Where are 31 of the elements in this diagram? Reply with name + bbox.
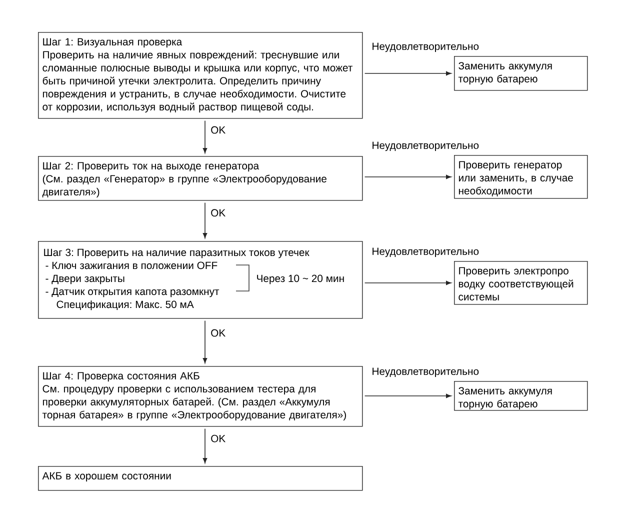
- action-box: Проверить электропро водку соответствующей системы: [454, 261, 588, 305]
- arrow: [364, 71, 452, 76]
- edge-label: OK: [209, 208, 227, 218]
- action-box: Заменить аккумуля торную батарею: [454, 381, 588, 411]
- arrow: [202, 202, 208, 238]
- arrow: [202, 428, 208, 464]
- edge-label: OK: [209, 434, 227, 444]
- node-label: - Ключ зажигания в положении OFF: [46, 262, 218, 270]
- arrow: [202, 320, 208, 364]
- node-label: - Датчик открытия капота разомкнут: [46, 288, 220, 298]
- node-label: Через 10 ~ 20 мин: [257, 274, 344, 284]
- edge-label: Неудовлетворительно: [372, 368, 479, 378]
- result-box: АКБ в хорошем состоянии: [38, 466, 363, 491]
- edge-label: OK: [209, 124, 227, 135]
- step-box: Шаг 2: Проверить ток на выходе генератора (См. раздел «Генератор» в группе «Электрооборудование двигателя»): [38, 156, 363, 201]
- arrow: [202, 120, 208, 154]
- edge-label: Неудовлетворительно: [372, 42, 479, 52]
- arrow: [364, 394, 452, 398]
- edge-label: Неудовлетворительно: [372, 142, 479, 152]
- action-box: Проверить генератор или заменить, в случае необходимости: [454, 154, 588, 199]
- arrow: [364, 174, 452, 180]
- step-box: Шаг 3: Проверить на наличие паразитных токов утечек - Ключ зажигания в положении OFF - Двери закрыты - Датчик открытия капота разомкнут Спецификация: Макс. 50 мА Через 10 ~ 20 мин: [38, 240, 363, 319]
- arrow: [364, 280, 452, 285]
- step-box: Шаг 4: Проверка состояния АКБ См. процедуру проверки с использованием тестера для проверки аккумуляторных батарей. (См. раздел «Аккумуля торная батарея» в группе «Электрооборудование двигателя»): [38, 366, 363, 427]
- step-box: Шаг 1: Визуальная проверка Проверить на наличие явных повреждений: треснувшие или сломанные полюсные выводы и крышка или корпус, что может быть причиной утечки электролита. Определить причину повреждения и устранить, в случае необходимости. Очистите от коррозии, используя водный раствор пищевой соды.: [38, 32, 363, 119]
- node-label: Шаг 3: Проверить на наличие паразитных токов утечек: [44, 248, 310, 258]
- edge-label: Неудовлетворительно: [372, 248, 479, 258]
- action-box: Заменить аккумуля торную батарею: [454, 56, 588, 91]
- node-label: - Двери закрыты: [46, 274, 124, 284]
- edge-label: OK: [209, 328, 227, 338]
- node-label: Спецификация: Макс. 50 мА: [56, 300, 194, 310]
